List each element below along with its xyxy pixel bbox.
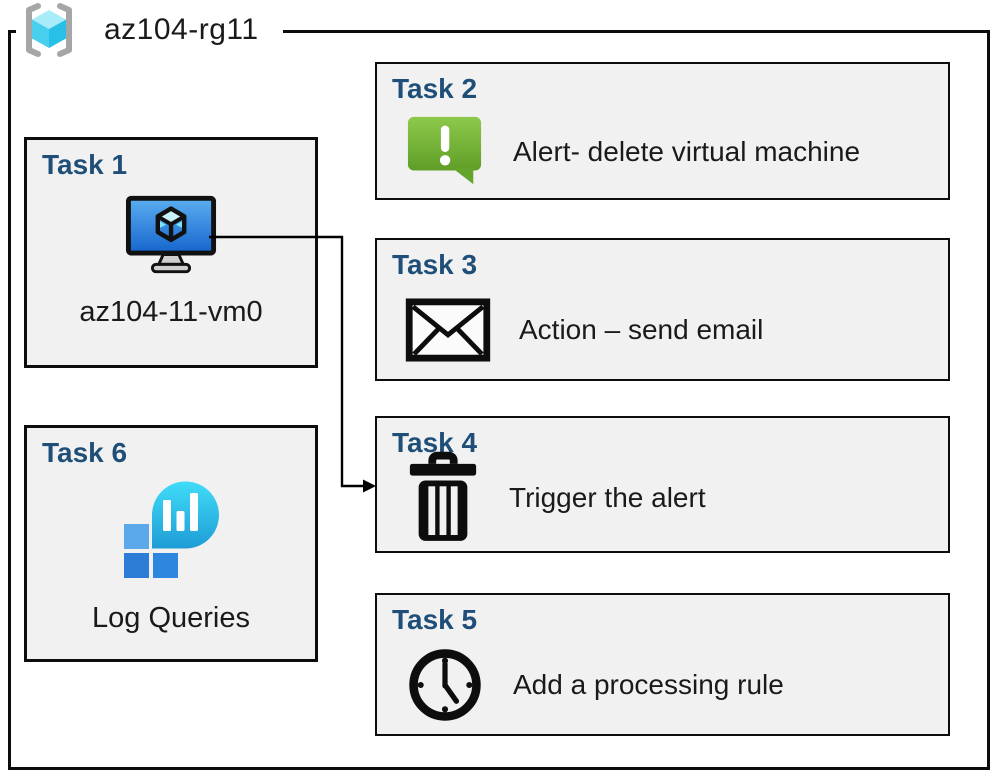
task2-label: Alert- delete virtual machine <box>513 135 861 167</box>
task1-title: Task 1 <box>42 149 128 180</box>
alert-message-icon <box>405 113 485 191</box>
resource-group-border <box>8 30 990 770</box>
resource-group-header: az104-rg11 <box>16 1 283 59</box>
resource-group-icon <box>20 2 78 58</box>
task4-box: Task 4 Trigger the alert <box>375 416 950 553</box>
email-envelope-icon <box>405 298 491 362</box>
task3-box: Task 3 Action – send email <box>375 238 950 381</box>
trash-can-icon <box>405 451 481 545</box>
task5-box: Task 5 Add a processing rule <box>375 593 950 736</box>
task3-label: Action – send email <box>519 314 764 346</box>
task3-title: Task 3 <box>392 249 478 280</box>
task1-label: az104-11-vm0 <box>79 295 263 328</box>
task5-title: Task 5 <box>392 604 478 635</box>
task1-box: Task 1 az104-11-vm0 <box>24 137 318 368</box>
virtual-machine-icon <box>125 194 218 276</box>
log-analytics-icon <box>122 478 220 580</box>
task4-label: Trigger the alert <box>509 482 706 514</box>
task6-box: Task 6 Log Queries <box>24 425 318 662</box>
task2-title: Task 2 <box>392 73 478 104</box>
task6-label: Log Queries <box>92 601 250 634</box>
task5-label: Add a processing rule <box>513 669 784 701</box>
resource-group-name: az104-rg11 <box>104 13 259 46</box>
clock-icon <box>405 645 485 725</box>
task6-title: Task 6 <box>42 437 128 468</box>
task2-box: Task 2 Alert- delete virtual machin <box>375 62 950 200</box>
